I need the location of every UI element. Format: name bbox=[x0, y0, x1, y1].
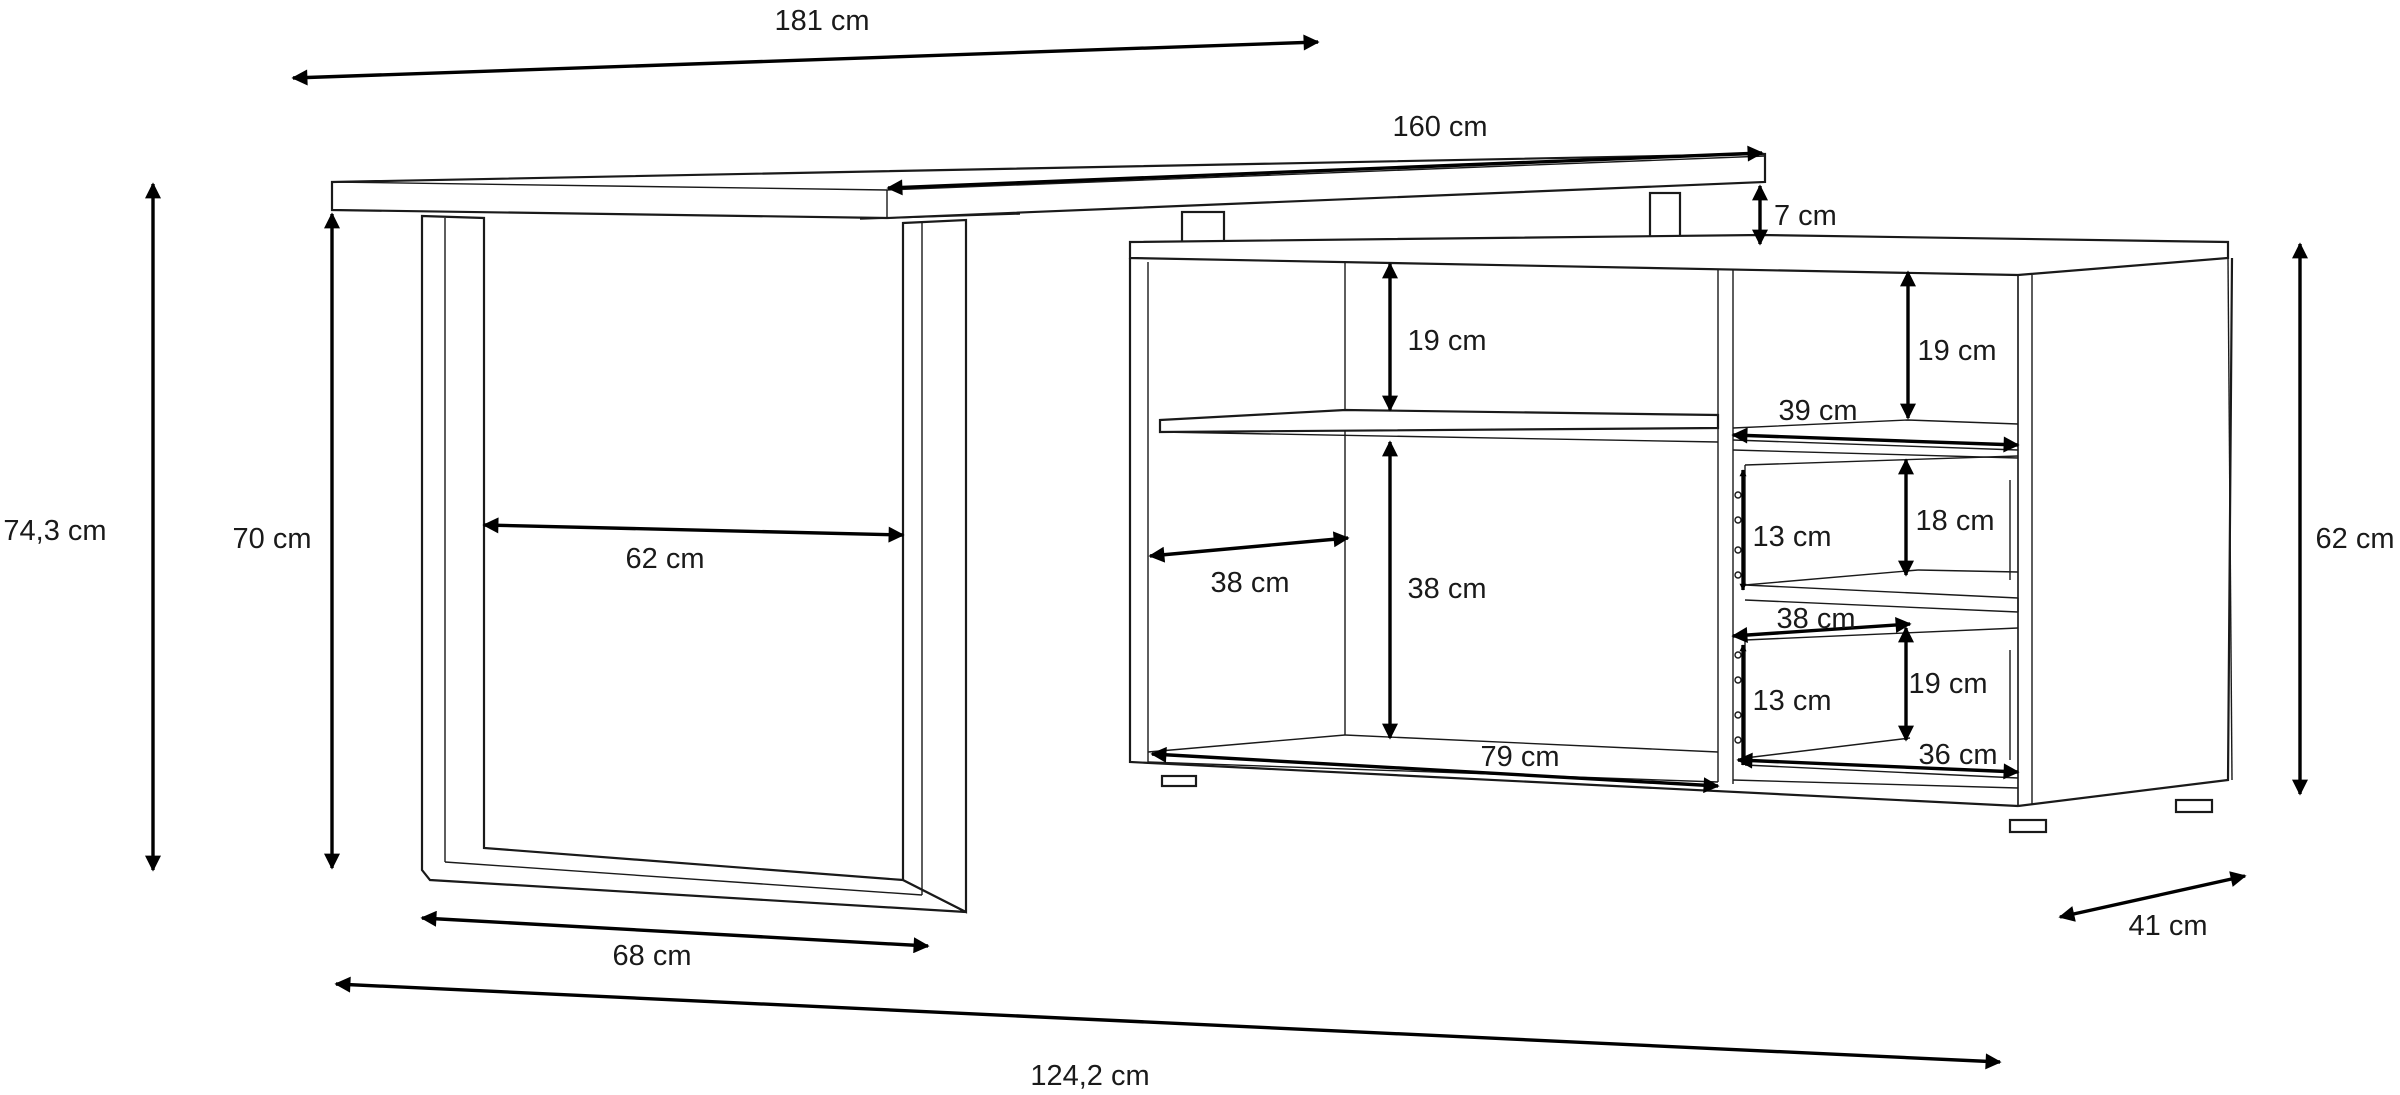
arrow-62-frame bbox=[482, 517, 905, 543]
sideboard-shelf bbox=[1158, 408, 1720, 434]
label-68: 68 cm bbox=[613, 940, 692, 972]
dimension-labels: 181 cm 160 cm 7 cm 74,3 cm 70 cm 62 cm 6… bbox=[3, 5, 2394, 1092]
label-70: 70 cm bbox=[233, 523, 312, 555]
arrow-41 bbox=[2058, 871, 2247, 922]
label-13-lower: 13 cm bbox=[1753, 685, 1832, 717]
label-743: 74,3 cm bbox=[3, 515, 106, 547]
label-19-right: 19 cm bbox=[1918, 335, 1997, 367]
label-36: 36 cm bbox=[1919, 739, 1998, 771]
label-38-depth: 38 cm bbox=[1211, 567, 1290, 599]
arrow-181 bbox=[291, 34, 1320, 86]
foot bbox=[2174, 798, 2214, 814]
arrow-39 bbox=[1731, 427, 2020, 453]
arrow-38-drawer bbox=[1731, 616, 1912, 644]
arrow-38-depth bbox=[1148, 531, 1350, 563]
label-181: 181 cm bbox=[774, 5, 869, 37]
desk-top bbox=[330, 152, 1767, 220]
foot bbox=[2008, 818, 2048, 834]
arrow-1242 bbox=[334, 976, 2002, 1070]
label-13-upper: 13 cm bbox=[1753, 521, 1832, 553]
sideboard bbox=[1128, 233, 2234, 834]
label-41: 41 cm bbox=[2129, 910, 2208, 942]
label-19-drawer: 19 cm bbox=[1909, 668, 1988, 700]
desk-support-left bbox=[1180, 210, 1226, 244]
label-160: 160 cm bbox=[1392, 111, 1487, 143]
label-62-side: 62 cm bbox=[2316, 523, 2395, 555]
arrow-36 bbox=[1736, 752, 2020, 780]
label-18: 18 cm bbox=[1916, 505, 1995, 537]
arrow-160 bbox=[886, 145, 1764, 196]
label-62-frame: 62 cm bbox=[626, 543, 705, 575]
arrow-68 bbox=[420, 910, 930, 954]
dimension-arrows bbox=[145, 34, 2308, 1070]
label-19-left: 19 cm bbox=[1408, 325, 1487, 357]
foot bbox=[1160, 774, 1198, 788]
label-7: 7 cm bbox=[1774, 200, 1837, 232]
label-39: 39 cm bbox=[1779, 395, 1858, 427]
desk bbox=[330, 152, 1767, 914]
arrow-79 bbox=[1150, 746, 1720, 794]
label-1242: 124,2 cm bbox=[1030, 1060, 1149, 1092]
label-38-height: 38 cm bbox=[1408, 573, 1487, 605]
label-38-drawer: 38 cm bbox=[1777, 603, 1856, 635]
desk-frame-leg bbox=[420, 214, 968, 914]
label-79: 79 cm bbox=[1481, 741, 1560, 773]
